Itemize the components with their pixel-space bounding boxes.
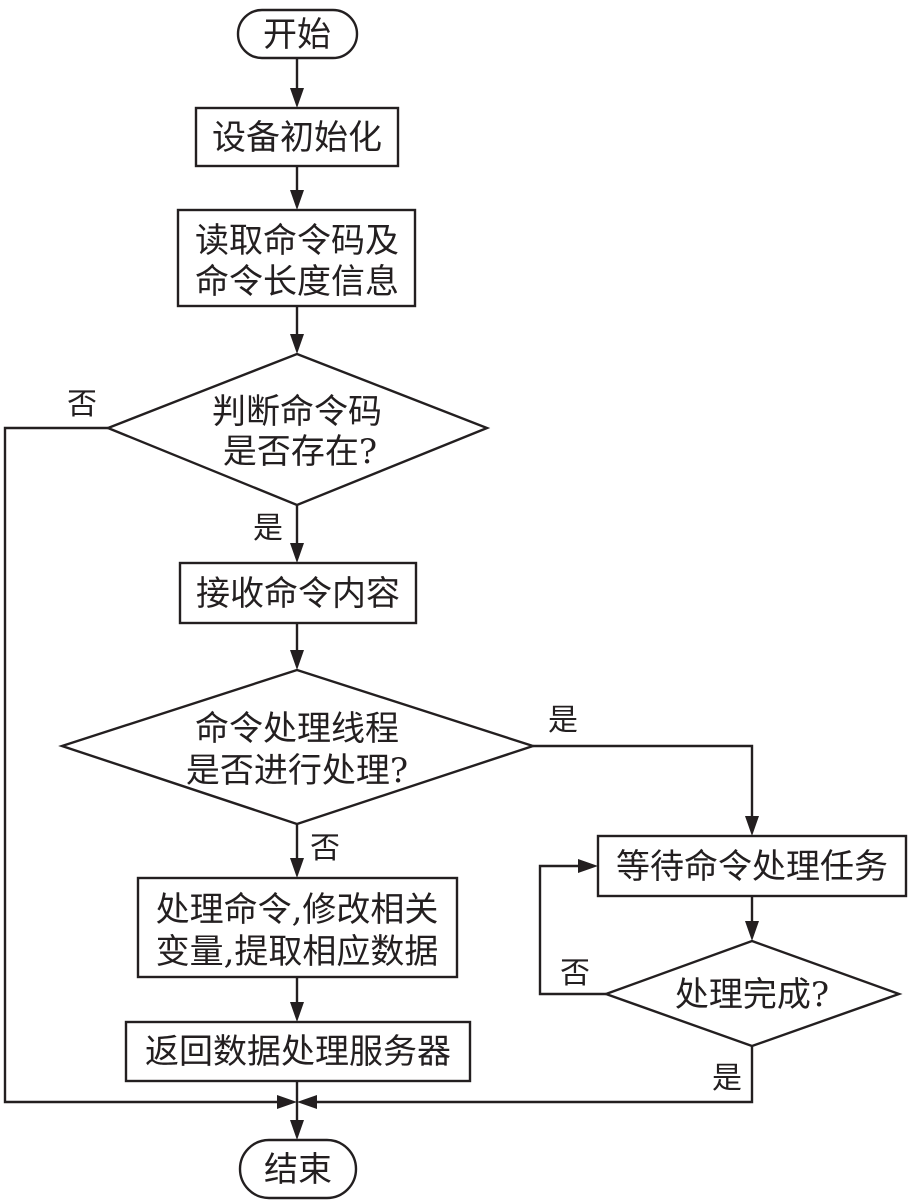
node-end-text: 结束 (264, 1150, 332, 1190)
node-process-cmd-text-line1: 处理命令,修改相关 (156, 890, 439, 930)
node-wait-task: 等待命令处理任务 (596, 834, 908, 898)
node-receive: 接收命令内容 (178, 561, 418, 625)
node-read-text-line1: 读取命令码及 (195, 221, 399, 261)
arrow-head (277, 1095, 297, 1109)
edge-check-done-no (538, 864, 606, 996)
node-init-text: 设备初始化 (212, 118, 382, 158)
label-check-done-no: 否 (560, 956, 590, 991)
node-check-code-text-line2: 是否存在? (223, 432, 377, 472)
node-start: 开始 (236, 8, 359, 60)
arrow-head (745, 816, 759, 836)
node-read: 读取命令码及 命令长度信息 (176, 208, 417, 308)
process-shape (124, 1020, 472, 1083)
label-check-done-yes: 是 (712, 1061, 742, 1096)
label-check-code-no: 否 (67, 387, 97, 422)
node-check-thread-text-line1: 命令处理线程 (195, 709, 399, 749)
terminal-shape (238, 1138, 358, 1200)
edge-check-done-yes (309, 1046, 754, 1104)
label-check-thread-yes: 是 (548, 703, 578, 738)
arrow-head (290, 858, 304, 878)
arrow-head (290, 1002, 304, 1022)
arrow-head (297, 1095, 317, 1109)
node-check-thread-text-line2: 是否进行处理? (186, 751, 408, 791)
node-wait-task-text: 等待命令处理任务 (616, 847, 888, 887)
node-read-text-line2: 命令长度信息 (195, 262, 399, 302)
process-shape (176, 208, 417, 308)
arrow-head (290, 543, 304, 563)
node-init: 设备初始化 (194, 106, 400, 168)
decision-shape (602, 939, 903, 1048)
arrow-head (290, 88, 304, 108)
arrow-head (290, 1120, 304, 1140)
node-check-code-text-line1: 判断命令码 (212, 392, 382, 432)
node-return-data: 返回数据处理服务器 (124, 1020, 472, 1083)
arrow-head (578, 859, 598, 873)
arrow-head (290, 334, 304, 354)
edge-check-code-no (3, 426, 285, 1104)
node-check-thread: 命令处理线程 是否进行处理? (58, 668, 537, 826)
arrow-head (290, 190, 304, 210)
arrow-head (745, 921, 759, 941)
decision-shape (104, 352, 491, 507)
node-check-code: 判断命令码 是否存在? (104, 352, 491, 507)
process-shape (136, 876, 459, 979)
node-start-text: 开始 (263, 15, 331, 55)
decision-shape (58, 668, 537, 826)
process-shape (194, 106, 400, 168)
arrow-head (290, 650, 304, 670)
label-check-thread-no: 否 (310, 831, 340, 866)
label-check-code-yes: 是 (253, 511, 283, 546)
edge-labels: 否 是 是 否 否 是 (67, 387, 742, 1096)
node-return-data-text: 返回数据处理服务器 (145, 1032, 451, 1072)
node-process-cmd: 处理命令,修改相关 变量,提取相应数据 (136, 876, 459, 979)
edge-check-thread-yes (533, 744, 754, 824)
node-check-done-text: 处理完成? (675, 975, 829, 1015)
connectors (3, 58, 759, 1140)
node-receive-text: 接收命令内容 (196, 574, 400, 614)
node-check-done: 处理完成? (602, 939, 903, 1048)
terminal-shape (236, 8, 359, 60)
node-process-cmd-text-line2: 变量,提取相应数据 (156, 932, 439, 972)
process-shape (596, 834, 908, 898)
process-shape (178, 561, 418, 625)
node-end: 结束 (238, 1138, 358, 1200)
